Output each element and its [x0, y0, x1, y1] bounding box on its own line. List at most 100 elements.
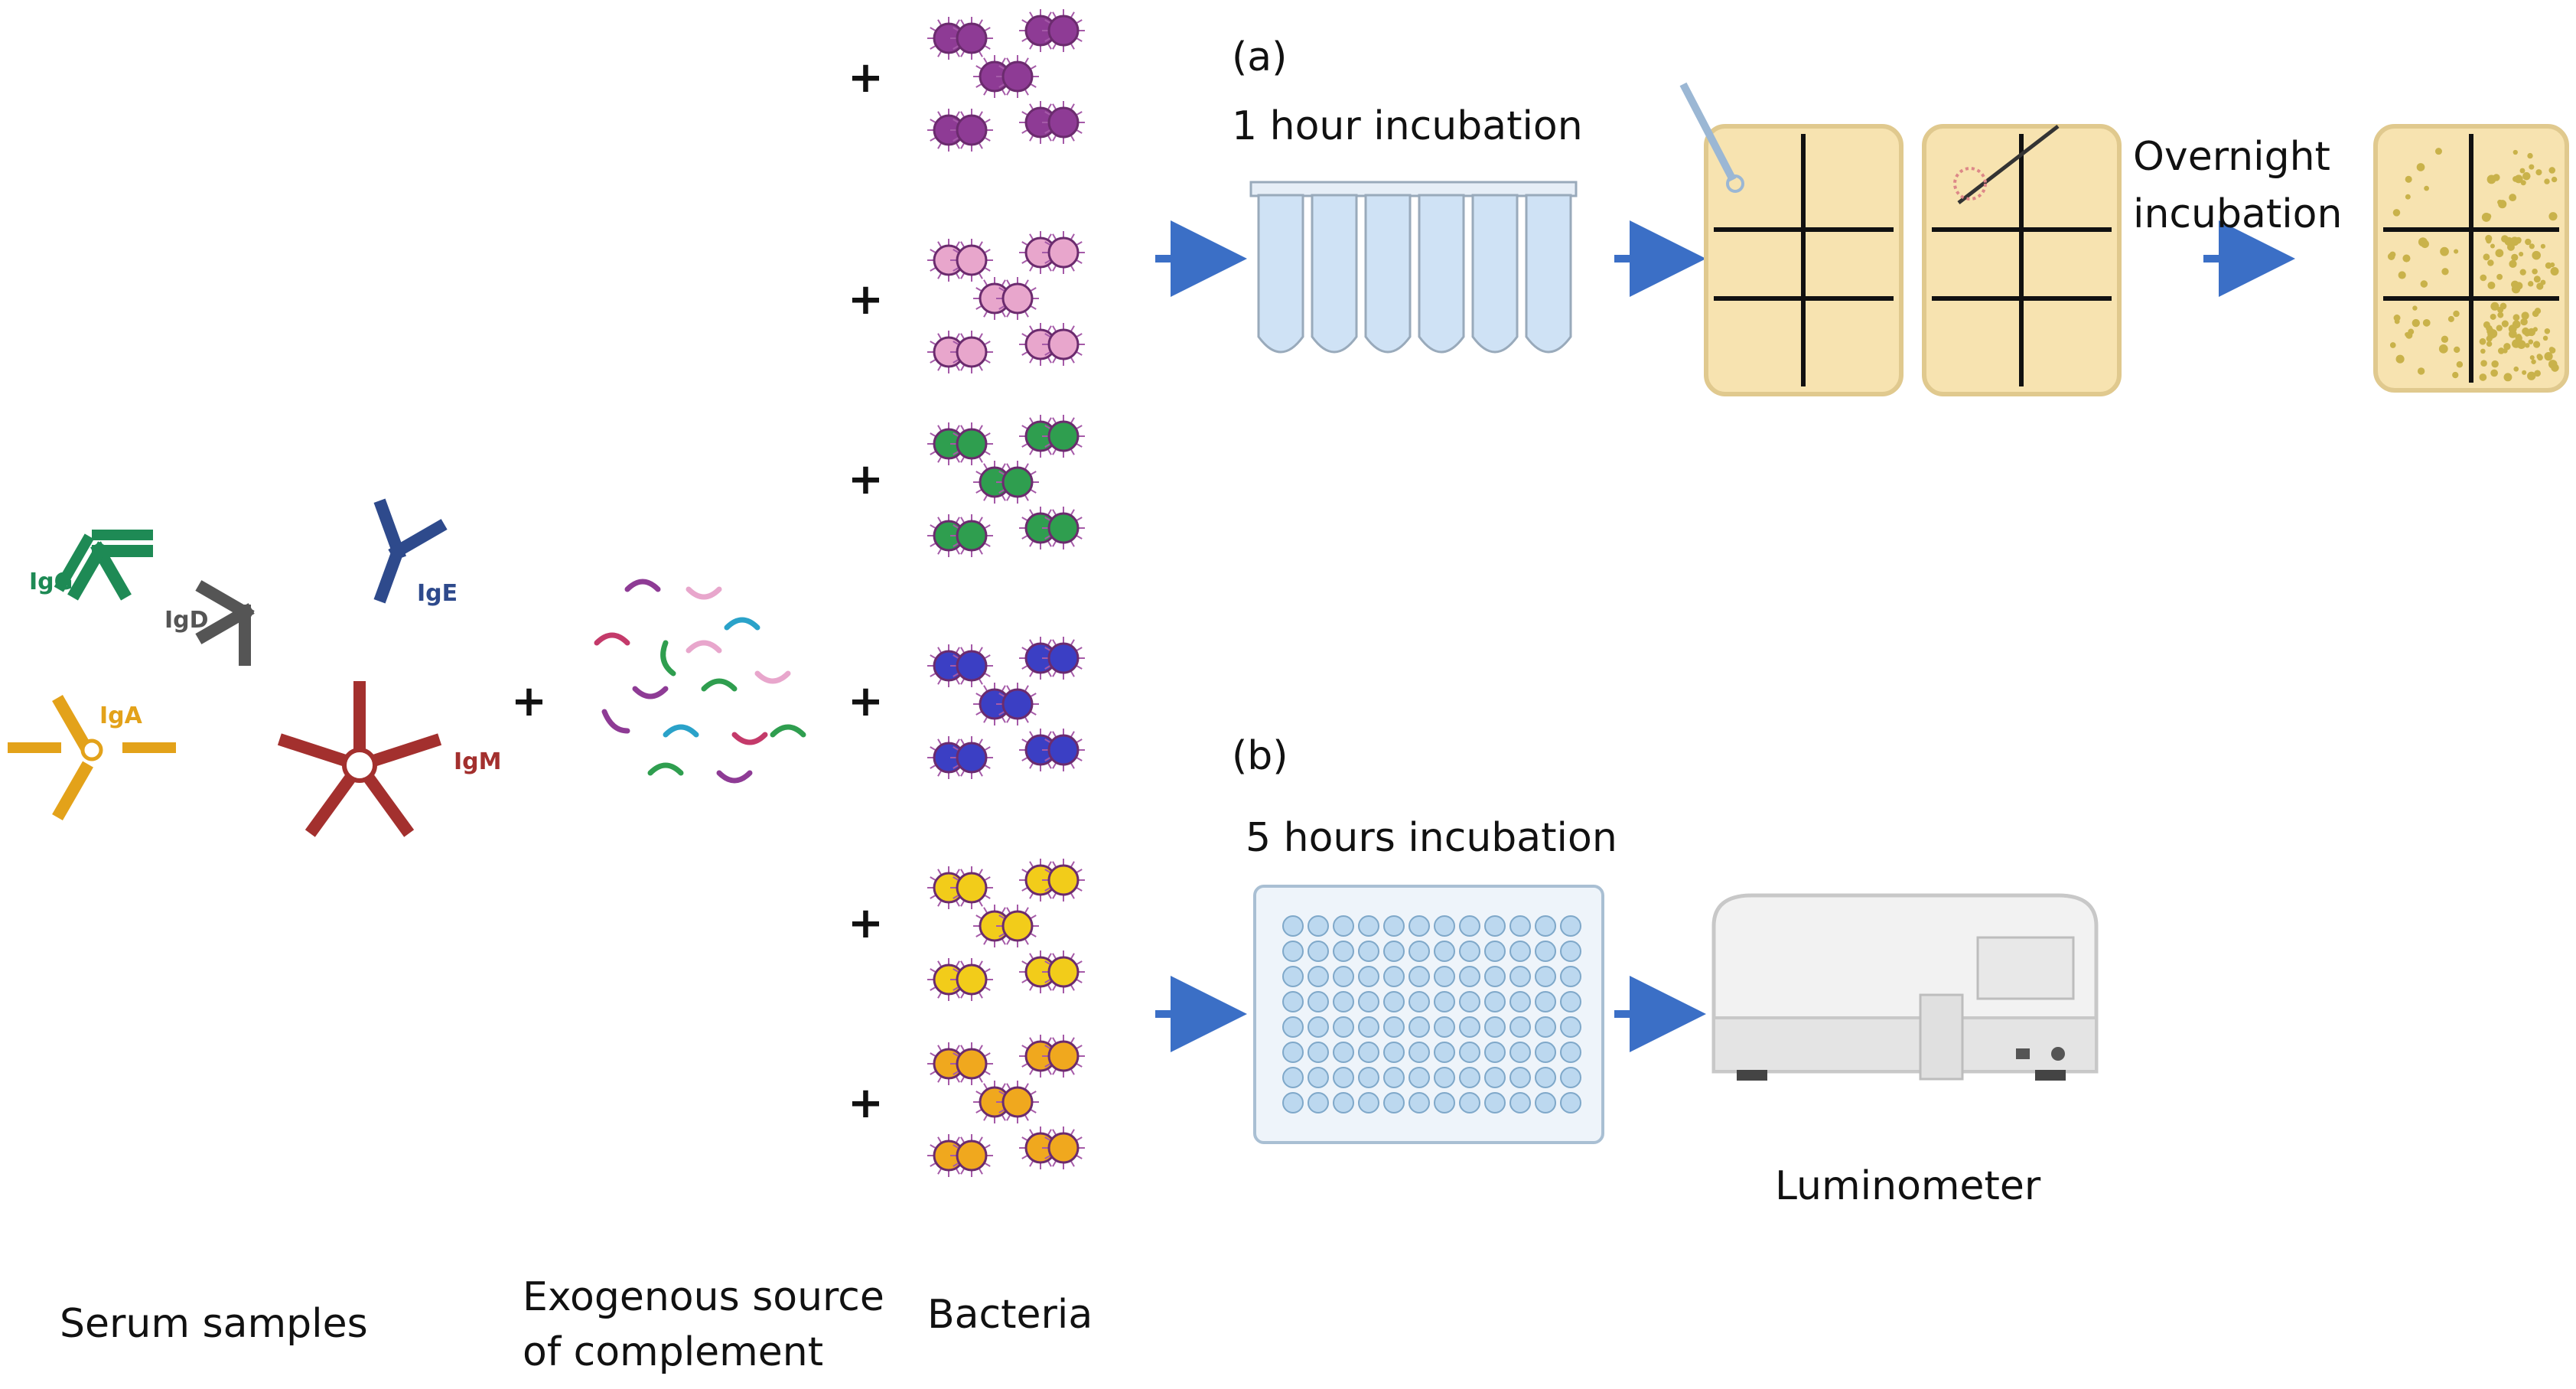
bacteria-group-3 — [927, 415, 1085, 557]
colony — [2534, 308, 2542, 315]
well-D9 — [1484, 991, 1506, 1012]
tube-2 — [1311, 194, 1358, 354]
well-B6 — [1408, 941, 1430, 962]
well-C3 — [1333, 966, 1354, 987]
colony — [2387, 253, 2395, 260]
colony — [2417, 367, 2425, 375]
colony — [2395, 354, 2405, 364]
well-C7 — [1434, 966, 1455, 987]
label-incubation-b: 5 hours incubation — [1246, 815, 1617, 861]
label-complement-line2: of complement — [523, 1329, 824, 1375]
well-G3 — [1333, 1067, 1354, 1088]
label-luminometer: Luminometer — [1775, 1163, 2041, 1209]
well-A6 — [1408, 915, 1430, 937]
colony — [2528, 339, 2534, 344]
colony — [2490, 243, 2495, 249]
colony — [2532, 327, 2538, 332]
colony — [2540, 243, 2546, 249]
antibody-label-iga: IgA — [99, 703, 143, 729]
well-F5 — [1383, 1042, 1405, 1063]
colony — [2480, 274, 2487, 282]
colony — [2511, 253, 2519, 262]
well-D1 — [1282, 991, 1304, 1012]
colony — [2440, 246, 2449, 256]
well-E8 — [1459, 1016, 1480, 1038]
label-overnight-line2: incubation — [2133, 191, 2343, 237]
well-F12 — [1560, 1042, 1581, 1063]
tube-3 — [1364, 194, 1412, 354]
colony — [2512, 149, 2518, 155]
well-F4 — [1358, 1042, 1379, 1063]
agar-plate-1 — [1679, 82, 1904, 396]
well-A10 — [1509, 915, 1531, 937]
bacteria-group-6 — [927, 1035, 1085, 1177]
well-H5 — [1383, 1092, 1405, 1113]
colony — [2534, 370, 2541, 377]
well-G9 — [1484, 1067, 1506, 1088]
well-F11 — [1535, 1042, 1556, 1063]
well-E7 — [1434, 1016, 1455, 1038]
luminometer-device — [1711, 893, 2099, 1081]
colony — [2420, 280, 2428, 288]
well-C6 — [1408, 966, 1430, 987]
well-B11 — [1535, 941, 1556, 962]
colony — [2519, 251, 2524, 257]
colony — [2544, 328, 2551, 334]
well-E5 — [1383, 1016, 1405, 1038]
colony — [2491, 360, 2499, 368]
colony — [2490, 302, 2499, 311]
bacteria-groups — [927, 9, 1085, 1177]
colony — [2532, 268, 2538, 275]
colony — [2550, 262, 2555, 268]
colony — [2548, 360, 2558, 369]
tube-strip — [1249, 181, 1578, 354]
well-H1 — [1282, 1092, 1304, 1113]
well-G12 — [1560, 1067, 1581, 1088]
well-G7 — [1434, 1067, 1455, 1088]
colony — [2529, 164, 2535, 170]
tube-6 — [1525, 194, 1572, 354]
tube-5 — [1471, 194, 1519, 354]
colony — [2544, 178, 2550, 184]
well-G4 — [1358, 1067, 1379, 1088]
well-B7 — [1434, 941, 1455, 962]
well-H2 — [1308, 1092, 1329, 1113]
colony — [2496, 273, 2503, 280]
well-F2 — [1308, 1042, 1329, 1063]
colony — [2490, 369, 2498, 377]
colony — [2528, 281, 2534, 287]
well-B1 — [1282, 941, 1304, 962]
bacteria-group-4 — [927, 637, 1085, 779]
colony — [2513, 366, 2519, 372]
well-C9 — [1484, 966, 1506, 987]
colony — [2421, 240, 2429, 249]
colony — [2508, 330, 2517, 338]
colony — [2548, 347, 2555, 353]
colony — [2503, 343, 2511, 351]
bacteria-group-5 — [927, 859, 1085, 1001]
plus-bacteria-3: + — [848, 455, 884, 504]
well-E4 — [1358, 1016, 1379, 1038]
well-D10 — [1509, 991, 1531, 1012]
well-B12 — [1560, 941, 1581, 962]
colony — [2551, 176, 2558, 183]
well-G2 — [1308, 1067, 1329, 1088]
colony — [2536, 282, 2544, 290]
antibody-igd — [195, 580, 255, 666]
well-D7 — [1434, 991, 1455, 1012]
colony — [2480, 360, 2487, 367]
antibody-igg — [54, 530, 153, 601]
colony — [2454, 249, 2459, 254]
plus-bacteria-1: + — [848, 53, 884, 103]
colony — [2548, 167, 2556, 174]
well-F1 — [1282, 1042, 1304, 1063]
colony — [2487, 281, 2496, 289]
antibody-label-igd: IgD — [164, 607, 209, 634]
colony — [2490, 313, 2496, 320]
colony — [2503, 373, 2512, 382]
colony — [2512, 320, 2521, 329]
colony — [2485, 213, 2492, 220]
colony — [2552, 269, 2558, 276]
well-G1 — [1282, 1067, 1304, 1088]
